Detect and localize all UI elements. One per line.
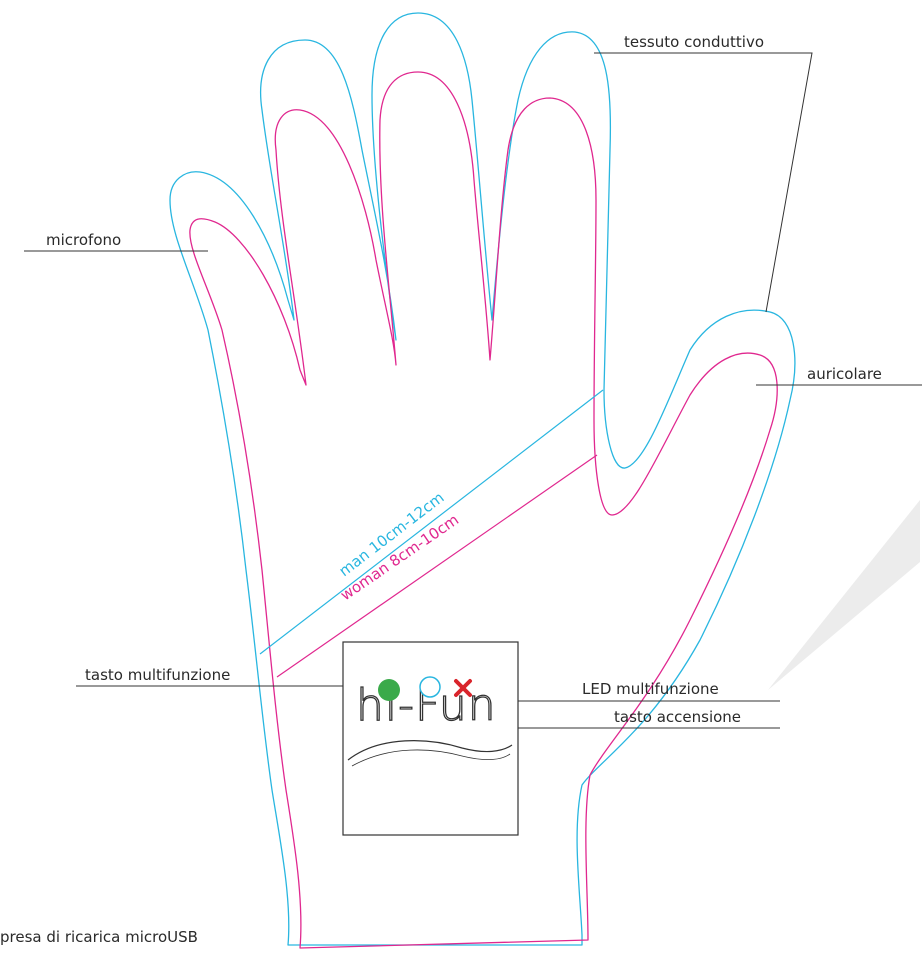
man-measure-line — [259, 389, 604, 655]
glove-inner-outline — [189, 71, 778, 949]
label-microfono: microfono — [46, 231, 121, 249]
glove-outer-outline — [169, 12, 796, 946]
multifunction-button[interactable] — [378, 679, 400, 701]
leader-tessuto — [594, 52, 813, 313]
label-auricolare: auricolare — [807, 365, 882, 383]
label-tessuto-conduttivo: tessuto conduttivo — [624, 33, 764, 51]
logo-swoosh-2 — [351, 749, 511, 767]
power-x-stroke-2 — [454, 679, 472, 697]
logo-swoosh — [347, 740, 513, 761]
leader-lines — [24, 52, 922, 729]
label-presa-microusb: presa di ricarica microUSB — [0, 928, 198, 946]
woman-measure-line — [276, 454, 598, 678]
shadow-wedge — [768, 500, 920, 690]
label-led-multifunzione: LED multifunzione — [582, 680, 719, 698]
label-tasto-multifunzione: tasto multifunzione — [85, 666, 230, 684]
control-panel — [342, 641, 519, 836]
led-indicator-icon — [419, 676, 441, 698]
label-tasto-accensione: tasto accensione — [614, 708, 741, 726]
power-button[interactable] — [454, 679, 472, 697]
